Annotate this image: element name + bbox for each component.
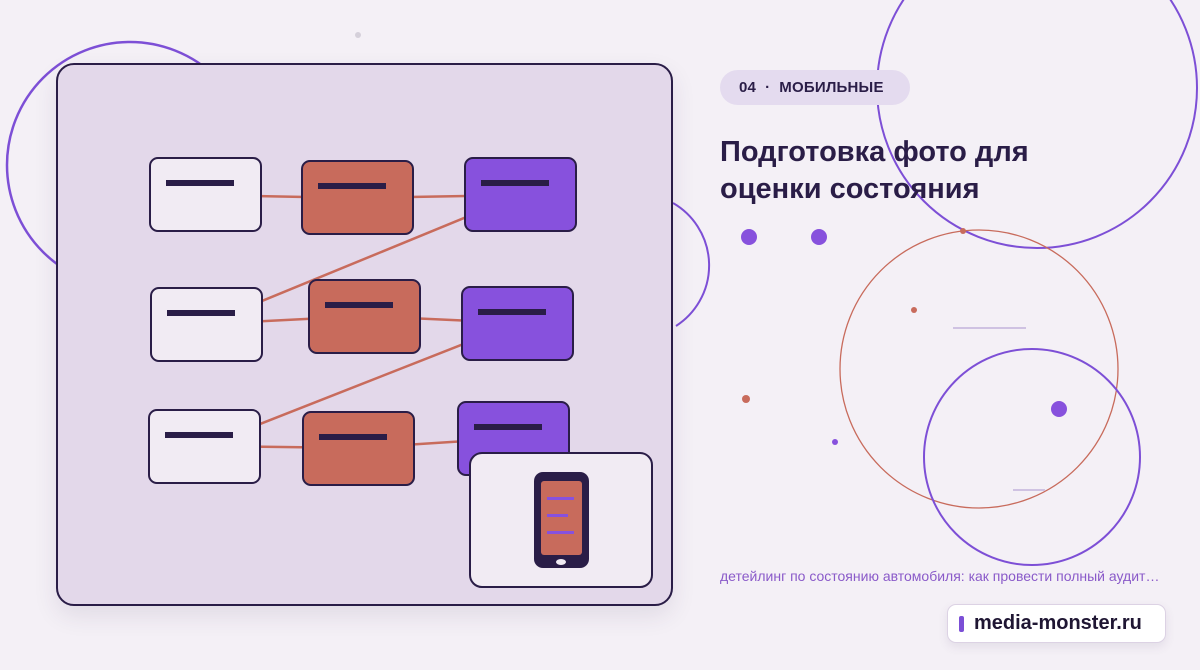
node-purple [464,157,577,232]
node-coral [302,411,415,486]
node-light [149,157,262,232]
coral-ring [839,229,1119,509]
grey-dot [355,32,361,38]
coral-dot [742,395,750,403]
node-light [148,409,261,484]
purple-dot [741,229,757,245]
purple-dot [811,229,827,245]
page-title: Подготовка фото для оценки состояния [720,136,1029,205]
mid-purple-arc [672,202,711,327]
node-coral [308,279,421,354]
section-number: 04 [739,79,757,96]
row-1 [149,157,577,235]
section-badge: 04 · МОБИЛЬНЫЕ [720,70,910,105]
coral-dot [960,228,966,234]
purple-dot [832,439,838,445]
brand-badge: media-monster.ru [947,604,1166,643]
article-subtitle: детейлинг по состоянию автомобиля: как п… [720,568,1160,584]
node-coral [301,160,414,235]
coral-dot [911,307,917,313]
brand-name: media-monster.ru [974,612,1142,634]
phone-card [469,452,653,588]
node-light [150,287,263,362]
purple-dot [1051,401,1067,417]
phone-icon [534,472,589,568]
row-2 [150,279,574,362]
lower-purple-ring [923,348,1141,566]
section-label: МОБИЛЬНЫЕ [779,79,884,96]
section-separator: · [765,79,771,96]
brand-accent-icon [959,615,964,632]
node-purple [461,286,574,361]
